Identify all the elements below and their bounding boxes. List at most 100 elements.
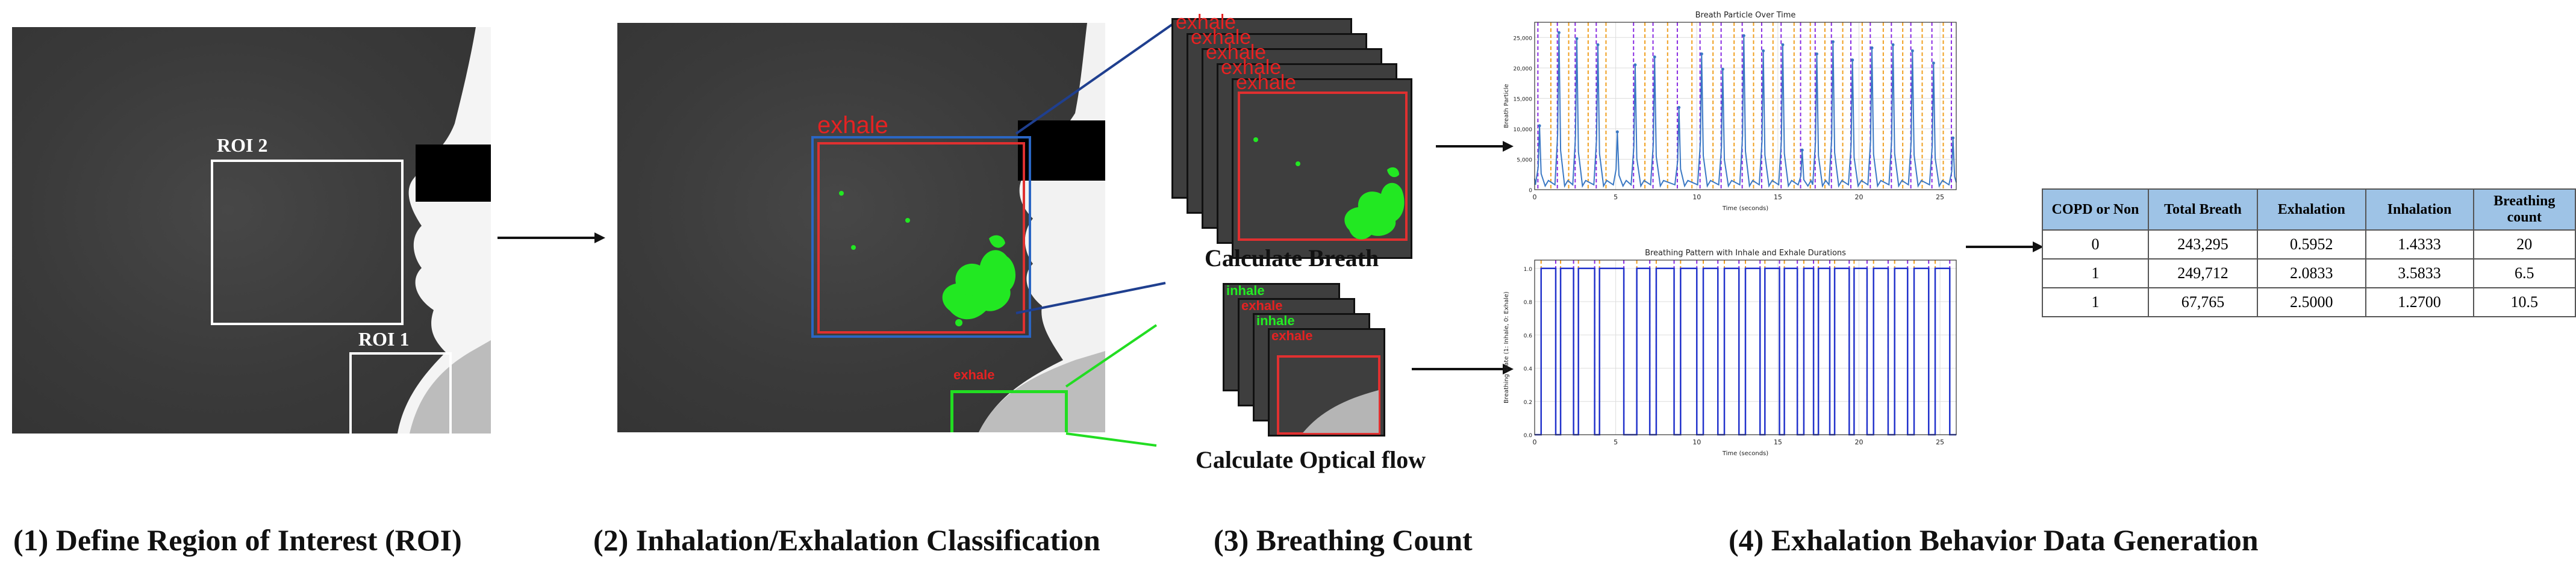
chart1-peak-point [1891,43,1895,46]
step-2-label: (2) Inhalation/Exhalation Classification [593,523,1100,557]
chart1-peak-point [1831,40,1835,43]
exhale-main-label: exhale [817,112,888,138]
chart1-peak-point [1951,136,1955,140]
flow-label-2: exhale [1241,298,1283,313]
chart1-peak-point [1596,43,1600,46]
chart2-xtick-label: 10 [1692,438,1701,446]
table-row: 1 249,712 2.0833 3.5833 6.5 [2042,258,2576,288]
table-row: 1 67,765 2.5000 1.2700 10.5 [2042,287,2576,317]
chart1-peak-point [1762,49,1765,53]
chart1-xtick-label: 20 [1854,193,1863,201]
result-table: COPD or Non Total Breath Exhalation Inha… [2042,188,2576,317]
table-cell: 1 [2042,258,2149,288]
chart1-peak-point [1700,52,1703,56]
green-inhale-box [950,390,1068,432]
stack-green-blobs [1253,137,1405,240]
chart1-xtick-label: 10 [1692,193,1701,201]
chart1-peak-point [1633,63,1637,67]
roi-frame: ROI 2 ROI 1 [12,27,491,434]
chart2-xtick-label: 20 [1854,438,1863,446]
chart1-peak-point [1742,34,1745,37]
chart1-peak-point [1557,31,1561,34]
chart1-peak-point [1932,61,1935,65]
arrow-to-chart-1 [1436,141,1514,152]
table-cell: 6.5 [2472,258,2576,288]
chart2-xtick-label: 0 [1533,438,1537,446]
table-header-inhalation: Inhalation [2365,188,2474,231]
arrow-to-chart-2 [1412,364,1514,375]
chart1-peak-point [1910,49,1914,53]
table-cell: 243,295 [2147,229,2259,260]
chart1-peak-point [1677,106,1681,110]
breathing-pattern-chart: Breathing Pattern with Inhale and Exhale… [1503,249,1957,457]
table-cell: 20 [2472,229,2576,260]
chart1-series-line [1534,33,1957,188]
chart1-ytick-label: 5,000 [1517,157,1532,163]
arrow-to-table [1966,241,2044,252]
chart1-peak-point [1538,124,1541,128]
chart1-title: Breath Particle Over Time [1695,11,1796,20]
chart2-ytick-label: 0.8 [1524,300,1533,306]
step-1-label: (1) Define Region of Interest (ROI) [13,523,462,557]
chart1-peak-point [1851,58,1854,62]
red-exhale-box [817,142,1025,334]
chart2-ytick-label: 0.6 [1524,333,1533,339]
chart1-peak-point [1815,52,1818,56]
roi2-label: ROI 2 [217,134,268,156]
chart2-ytick-label: 0.0 [1524,433,1533,439]
table-cell: 1.2700 [2365,287,2474,317]
roi2-box [211,160,404,325]
chart2-ytick-label: 1.0 [1524,267,1533,273]
chart1-ytick-label: 15,000 [1514,96,1533,102]
calculate-breath-caption: Calculate Breath [1205,244,1379,272]
roi1-box [349,352,452,434]
chart2-xtick-label: 25 [1936,438,1944,446]
chart1-xtick-label: 15 [1774,193,1782,201]
table-header-total-breath: Total Breath [2147,188,2259,231]
chart2-xtick-label: 5 [1614,438,1618,446]
chart1-xtick-label: 0 [1533,193,1537,201]
chart1-peak-point [1800,148,1804,152]
chart1-peak-point [1870,46,1874,49]
blue-region-box [811,136,1031,338]
chart1-frame [1534,22,1957,190]
flow-label-1: inhale [1226,283,1265,298]
table-cell: 2.5000 [2257,287,2366,317]
chart1-ytick-label: 20,000 [1514,66,1533,72]
arrow-1 [497,232,605,243]
flow-label-4: exhale [1271,328,1313,343]
table-cell: 249,712 [2147,258,2259,288]
table-cell: 10.5 [2472,287,2576,317]
table-cell: 2.0833 [2257,258,2366,288]
classification-frame: exhale exhale [617,23,1105,432]
stack-exhale-label-4: exhale [1221,56,1282,79]
table-header-copd: COPD or Non [2042,188,2149,231]
chart1-peak-point [1653,55,1656,59]
stack-exhale-label-2: exhale [1191,26,1252,49]
table-header-breathing-count: Breathing count [2472,188,2576,231]
redacted-eyes [416,145,491,202]
chart2-ytick-label: 0.4 [1524,367,1533,373]
table-cell: 3.5833 [2365,258,2474,288]
flow-front-box [1277,355,1380,435]
table-cell: 1.4333 [2365,229,2474,260]
table-cell: 67,765 [2147,287,2259,317]
chart2-ylabel: Breathing State (1: Inhale, 0: Exhale) [1503,291,1510,403]
chart1-ytick-label: 10,000 [1514,127,1533,133]
chart1-ylabel: Breath Particle [1503,84,1510,128]
chart1-xtick-label: 5 [1614,193,1618,201]
exhale-small-label: exhale [953,367,995,382]
step-4-label: (4) Exhalation Behavior Data Generation [1729,523,2259,557]
step-3-label: (3) Breathing Count [1214,523,1473,557]
chart2-xtick-label: 15 [1774,438,1782,446]
table-cell: 1 [2042,287,2149,317]
flow-label-3: inhale [1256,313,1295,328]
chart2-xlabel: Time (seconds) [1722,450,1768,457]
stack-exhale-front-box [1238,92,1408,241]
chart1-ytick-label: 25,000 [1514,36,1533,42]
table-row: 0 243,295 0.5952 1.4333 20 [2042,229,2576,260]
redacted-eyes-2 [1018,120,1105,181]
chart2-frame [1534,260,1957,435]
stack-exhale-label-1: exhale [1176,11,1237,34]
